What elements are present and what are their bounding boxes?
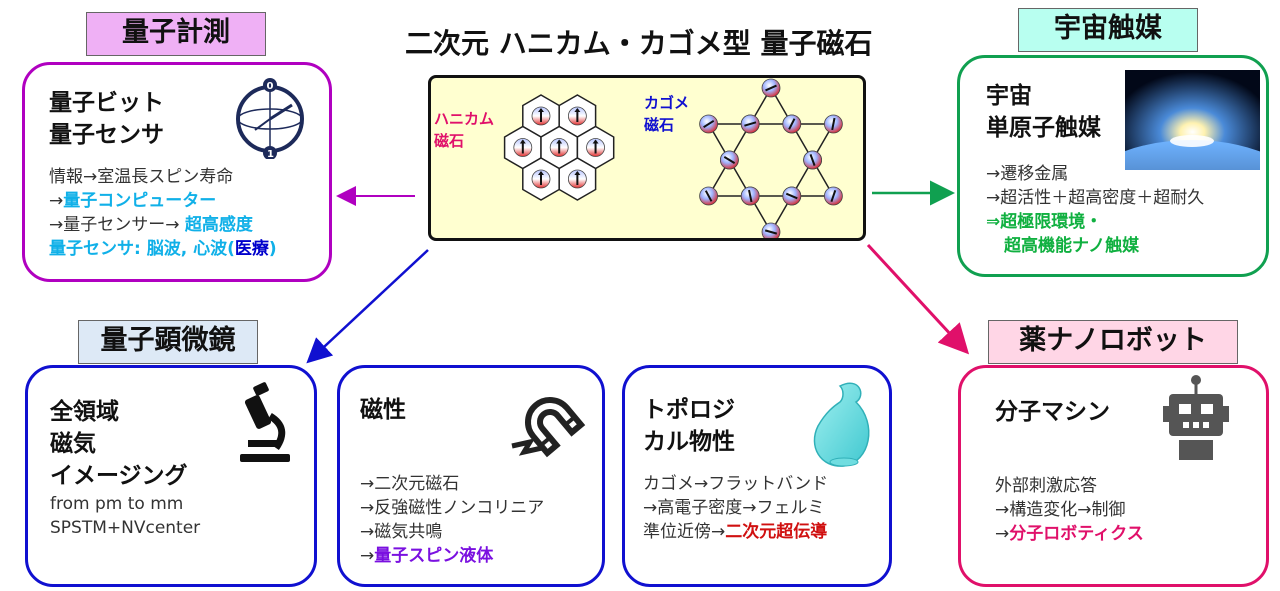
spin-arrow: [704, 190, 713, 202]
topology-heading-line1: トポロジ: [643, 397, 735, 423]
honeycomb-lattice: [503, 94, 615, 201]
magnetism-line4: →量子スピン液体: [360, 544, 544, 568]
spin-arrow: [723, 156, 736, 164]
measure-heading-line1: 量子ビット: [49, 90, 164, 116]
earth-sunrise-image: [1125, 70, 1260, 170]
robot-heading: 分子マシン: [995, 399, 1110, 425]
topology-heading: トポロジ カル物性: [643, 394, 735, 458]
magnetism-line1: →二次元磁石: [360, 474, 460, 494]
space-line1: →遷移金属: [986, 164, 1069, 184]
magnetism-line4-arrow: →: [360, 546, 375, 566]
measure-line2-highlight: 量子コンピューター: [63, 191, 217, 211]
robot-line3-highlight: 分子ロボティクス: [1009, 524, 1144, 544]
measure-line4-close: ): [268, 239, 277, 259]
spin-arrow: [831, 117, 836, 131]
robot-line2: →構造変化→制御: [995, 500, 1126, 520]
robot-line1: 外部刺激応答: [995, 476, 1097, 496]
topology-line3-highlight: 二次元超伝導: [725, 522, 828, 542]
measure-line3-text: →量子センサー→: [49, 215, 185, 235]
spin-arrow: [765, 84, 777, 92]
kagome-triangle: [707, 123, 835, 234]
microscope-heading-line1: 全領域: [50, 399, 119, 425]
magnetism-line2: →反強磁性ノンコリニア: [360, 498, 545, 518]
microscope-line2: SPSTM+NVcenter: [50, 518, 201, 538]
tag-quantum-microscope: 量子顕微鏡: [78, 320, 258, 364]
microscope-heading-line3: イメージング: [50, 463, 188, 489]
spin-arrow: [744, 121, 757, 127]
spin-arrow: [703, 119, 715, 129]
spin-arrow: [809, 154, 816, 166]
honeycomb-label-line1: ハニカム: [434, 110, 495, 128]
spin-sphere: [761, 222, 781, 238]
main-title: 二次元 ハニカム・カゴメ型 量子磁石: [405, 27, 873, 60]
space-heading-line2: 単原子触媒: [986, 115, 1101, 141]
kagome-triangle: [707, 86, 835, 197]
space-heading-line1: 宇宙: [986, 83, 1032, 109]
measure-line1: 情報→室温長スピン寿命: [49, 167, 234, 187]
tag-space-catalyst: 宇宙触媒: [1018, 8, 1198, 52]
microscope-heading-line2: 磁気: [50, 431, 96, 457]
svg-text:1: 1: [267, 149, 274, 159]
space-line3: ⇒超極限環境・: [986, 212, 1103, 232]
svg-text:0: 0: [267, 81, 274, 92]
bloch-sphere-icon: 0 1: [236, 78, 304, 159]
robot-line3-arrow: →: [995, 524, 1010, 544]
measure-line4-medical: 医療: [234, 239, 269, 259]
microscope-line1: from pm to mm: [50, 494, 184, 514]
measure-heading: 量子ビット 量子センサ: [49, 87, 164, 151]
box-nano-robot: 分子マシン 外部刺激応答 →構造変化→制御 →分子ロボティクス: [958, 365, 1269, 587]
kagome-label-line2: 磁石: [644, 116, 675, 134]
topology-heading-line2: カル物性: [643, 429, 735, 455]
measure-line3-highlight: 超高感度: [184, 215, 253, 235]
box-magnetism: 磁性 →二次元磁石 →反強磁性ノンコリニア →磁気共鳴 →量子スピン液体: [337, 365, 605, 587]
space-line4: 超高機能ナノ触媒: [1004, 236, 1140, 256]
measure-line4: 量子センサ: 脳波, 心波(医療): [49, 237, 277, 261]
kagome-lattice: [699, 78, 843, 238]
magnetism-heading: 磁性: [360, 397, 406, 423]
lattice-illustration: [503, 78, 843, 238]
kagome-label-line1: カゴメ: [644, 94, 690, 112]
robot-icon: [1163, 375, 1229, 460]
magnet-icon: [511, 397, 586, 458]
measure-line2: →量子コンピューター: [49, 189, 277, 213]
microscope-heading: 全領域 磁気 イメージング: [50, 396, 188, 492]
spin-arrow: [785, 192, 798, 200]
space-line2: →超活性＋超高密度＋超耐久: [986, 188, 1205, 208]
microscope-icon: [240, 382, 290, 462]
honeycomb-label-line2: 磁石: [434, 132, 465, 150]
magnetism-line4-highlight: 量子スピン液体: [374, 546, 494, 566]
topology-line3-text: 準位近傍→: [643, 522, 726, 542]
robot-line3: →分子ロボティクス: [995, 522, 1144, 546]
tag-quantum-measurement: 量子計測: [86, 12, 266, 56]
box-topology: トポロジ カル物性 カゴメ→フラットバンド →高電子密度→フェルミ 準位近傍→二…: [622, 365, 892, 587]
honeycomb-label: ハニカム 磁石: [434, 108, 494, 152]
measure-line2-arrow: →: [49, 191, 64, 211]
arrow-to-robot: [866, 243, 970, 355]
magnetism-line3: →磁気共鳴: [360, 522, 443, 542]
center-panel: ハニカム 磁石 カゴメ 磁石: [428, 75, 866, 241]
klein-bottle-icon: [813, 382, 870, 467]
topology-line2: →高電子密度→フェルミ: [643, 498, 825, 518]
measure-line3: →量子センサー→ 超高感度: [49, 213, 277, 237]
arrow-to-microscope: [306, 249, 429, 364]
spin-arrow: [830, 189, 837, 203]
space-heading: 宇宙 単原子触媒: [986, 80, 1101, 144]
topology-line3: 準位近傍→二次元超伝導: [643, 520, 828, 544]
kagome-label: カゴメ 磁石: [644, 92, 689, 136]
tag-nano-robot: 薬ナノロボット: [988, 320, 1238, 364]
topology-line1: カゴメ→フラットバンド: [643, 474, 829, 494]
measure-heading-line2: 量子センサ: [49, 122, 164, 148]
box-space-catalyst: 宇宙 単原子触媒 →遷移金属 →超活性＋超高密度＋超耐久 ⇒超極限環境・ 超高機…: [957, 55, 1269, 277]
spin-arrow: [748, 189, 753, 203]
measure-line4-text: 量子センサ: 脳波, 心波(: [49, 239, 235, 259]
spin-arrow: [764, 229, 778, 235]
spin-arrow: [788, 118, 796, 130]
box-quantum-microscope: 全領域 磁気 イメージング from pm to mm SPSTM+NVcent…: [25, 365, 317, 587]
box-quantum-measurement: 量子ビット 量子センサ 0 1 情報→室温長スピン寿命 →量子コンピューター →…: [22, 62, 332, 282]
